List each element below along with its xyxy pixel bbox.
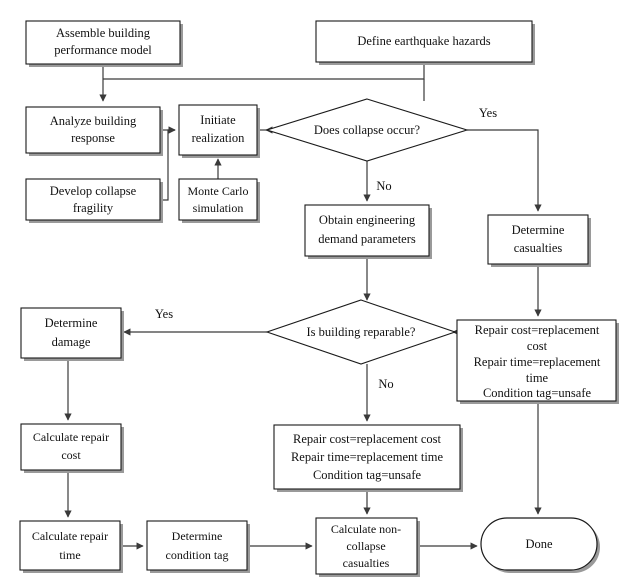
irreparable-consequences-line1: Repair cost=replacement cost	[293, 432, 441, 446]
monte-carlo-box	[178, 178, 258, 221]
node-monte-carlo[interactable]: Monte Carlo simulation	[178, 178, 260, 223]
reparable-decision-diamond	[265, 299, 457, 365]
collapse-consequences-line5: Condition tag=unsafe	[483, 386, 592, 400]
branch-label-collapse-no: No	[376, 179, 391, 193]
define-hazards-box	[315, 20, 533, 63]
collapse-decision-diamond	[265, 98, 469, 162]
edge-fragility-to-initiate	[160, 126, 176, 201]
branch-label-collapse-yes: Yes	[479, 106, 497, 120]
node-collapse-decision[interactable]: Does collapse occur?	[265, 98, 469, 162]
collapse-consequences-line4: time	[526, 371, 549, 385]
node-reparable-decision[interactable]: Is building reparable?	[265, 299, 457, 365]
initiate-realization-line1: Initiate	[200, 113, 236, 127]
calculate-repair-cost-line2: cost	[61, 448, 81, 462]
determine-damage-line2: damage	[52, 335, 91, 349]
node-define-hazards[interactable]: Define earthquake hazards	[315, 20, 535, 65]
determine-casualties-line1: Determine	[512, 223, 565, 237]
initiate-realization-box	[178, 104, 258, 156]
assemble-model-line1: Assemble building	[56, 26, 151, 40]
collapse-decision-label: Does collapse occur?	[314, 123, 421, 137]
collapse-consequences-line2: cost	[527, 339, 548, 353]
calculate-repair-cost-box	[20, 423, 122, 471]
edges-layer	[64, 62, 542, 550]
determine-casualties-box	[487, 214, 589, 265]
obtain-edp-line1: Obtain engineering	[319, 213, 416, 227]
collapse-consequences-box	[456, 319, 617, 402]
noncollapse-casualties-line3: casualties	[343, 556, 390, 570]
analyze-response-box	[25, 106, 161, 154]
determine-damage-box	[20, 307, 122, 359]
determine-condition-tag-line2: condition tag	[166, 548, 229, 562]
done-label: Done	[525, 537, 553, 551]
analyze-response-line1: Analyze building	[50, 114, 137, 128]
determine-casualties-line2: casualties	[514, 241, 563, 255]
monte-carlo-line1: Monte Carlo	[188, 184, 249, 198]
node-calculate-repair-cost[interactable]: Calculate repair cost	[20, 423, 124, 473]
monte-carlo-line2: simulation	[193, 201, 244, 215]
node-done[interactable]: Done	[480, 517, 600, 573]
edge-collapse-yes-to-casualties	[467, 129, 542, 212]
calculate-repair-time-box	[19, 520, 121, 571]
calculate-repair-time-line1: Calculate repair	[32, 529, 108, 543]
node-initiate-realization[interactable]: Initiate realization	[178, 104, 260, 158]
obtain-edp-line2: demand parameters	[318, 232, 416, 246]
determine-condition-tag-box	[146, 520, 248, 571]
calculate-repair-cost-line1: Calculate repair	[33, 430, 109, 444]
branch-labels-layer: Yes No Yes No	[155, 106, 497, 391]
node-noncollapse-casualties[interactable]: Calculate non- collapse casualties	[315, 517, 420, 577]
node-develop-fragility[interactable]: Develop collapse fragility	[25, 178, 163, 223]
obtain-edp-box	[304, 204, 430, 257]
develop-fragility-line2: fragility	[73, 201, 114, 215]
reparable-decision-label: Is building reparable?	[307, 325, 416, 339]
node-calculate-repair-time[interactable]: Calculate repair time	[19, 520, 123, 573]
develop-fragility-line1: Develop collapse	[50, 184, 137, 198]
analyze-response-line2: response	[71, 131, 115, 145]
branch-label-reparable-no: No	[378, 377, 393, 391]
define-hazards-line1: Define earthquake hazards	[357, 34, 490, 48]
noncollapse-casualties-line1: Calculate non-	[331, 522, 401, 536]
node-determine-condition-tag[interactable]: Determine condition tag	[146, 520, 250, 573]
done-box	[480, 517, 598, 571]
node-determine-damage[interactable]: Determine damage	[20, 307, 124, 361]
node-determine-casualties[interactable]: Determine casualties	[487, 214, 591, 267]
noncollapse-casualties-box	[315, 517, 418, 575]
determine-damage-line1: Determine	[45, 316, 98, 330]
node-obtain-edp[interactable]: Obtain engineering demand parameters	[304, 204, 432, 259]
node-assemble-model[interactable]: Assemble building performance model	[25, 20, 183, 67]
node-collapse-consequences[interactable]: Repair cost=replacement cost Repair time…	[456, 319, 619, 404]
node-analyze-response[interactable]: Analyze building response	[25, 106, 163, 156]
assemble-model-line2: performance model	[54, 43, 152, 57]
develop-fragility-box	[25, 178, 161, 221]
collapse-consequences-line3: Repair time=replacement	[474, 355, 601, 369]
branch-label-reparable-yes: Yes	[155, 307, 173, 321]
irreparable-consequences-line3: Condition tag=unsafe	[313, 468, 422, 482]
calculate-repair-time-line2: time	[59, 548, 80, 562]
irreparable-consequences-line2: Repair time=replacement time	[291, 450, 444, 464]
node-irreparable-consequences[interactable]: Repair cost=replacement cost Repair time…	[273, 424, 463, 492]
assemble-model-box	[25, 20, 181, 65]
noncollapse-casualties-line2: collapse	[346, 539, 385, 553]
determine-condition-tag-line1: Determine	[172, 529, 223, 543]
initiate-realization-line2: realization	[192, 131, 245, 145]
collapse-consequences-line1: Repair cost=replacement	[475, 323, 600, 337]
irreparable-consequences-box	[273, 424, 461, 490]
